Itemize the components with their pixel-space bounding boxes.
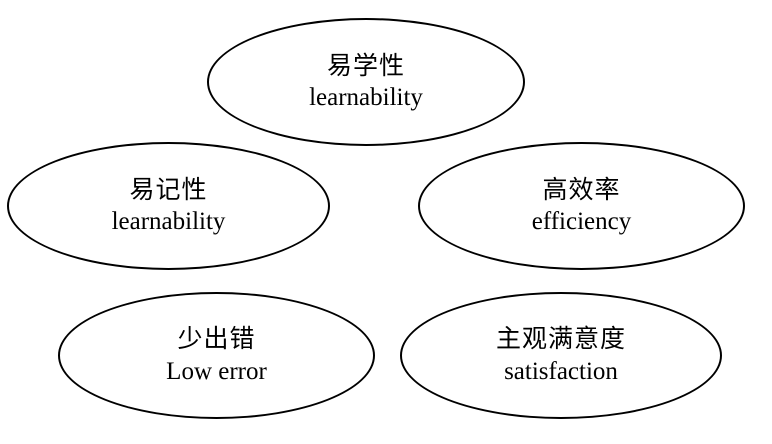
node-low-error-label-cn: 少出错 <box>177 326 256 353</box>
node-memorability-label-en: learnability <box>111 208 226 235</box>
node-memorability[interactable]: 易记性 learnability <box>7 142 330 270</box>
node-efficiency[interactable]: 高效率 efficiency <box>418 142 745 270</box>
node-learnability-label-en: learnability <box>309 84 423 111</box>
node-low-error-label-en: Low error <box>166 357 267 385</box>
node-satisfaction-label-en: satisfaction <box>504 357 618 385</box>
node-learnability[interactable]: 易学性 learnability <box>207 18 525 146</box>
node-efficiency-label-en: efficiency <box>531 208 632 235</box>
node-memorability-label-cn: 易记性 <box>129 176 208 204</box>
node-low-error[interactable]: 少出错 Low error <box>58 292 375 419</box>
node-efficiency-label-cn: 高效率 <box>542 176 621 204</box>
node-learnability-label-cn: 易学性 <box>326 52 405 80</box>
node-satisfaction[interactable]: 主观满意度 satisfaction <box>400 292 722 419</box>
node-satisfaction-label-cn: 主观满意度 <box>495 326 626 353</box>
